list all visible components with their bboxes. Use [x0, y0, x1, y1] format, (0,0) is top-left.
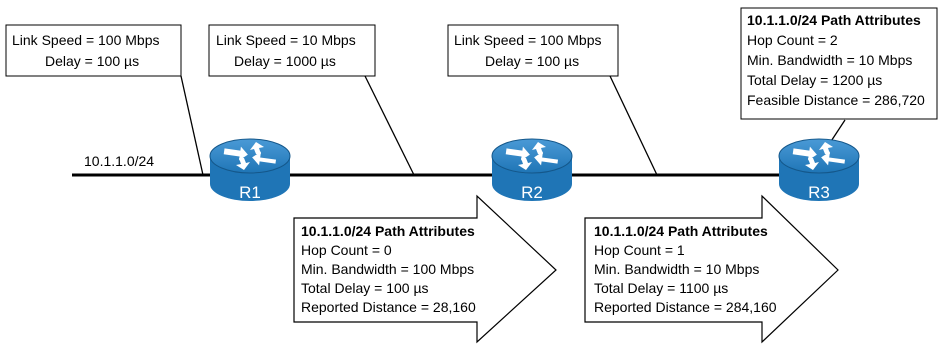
r3-box-line-1: Hop Count = 2 [747, 32, 838, 48]
link-3-delay: Delay = 100 µs [485, 53, 579, 69]
link-callout-1 [180, 75, 204, 176]
link-box-2: Link Speed = 10 Mbps Delay = 1000 µs [208, 24, 376, 77]
arrow1-line-1: Hop Count = 0 [301, 242, 392, 258]
arrow2-line-4: Reported Distance = 284,160 [594, 299, 777, 315]
link-1-delay: Delay = 100 µs [45, 53, 139, 69]
r3-attributes-box: 10.1.1.0/24 Path Attributes Hop Count = … [740, 7, 938, 120]
arrow1-line-2: Min. Bandwidth = 100 Mbps [301, 261, 474, 277]
link-box-1: Link Speed = 100 Mbps Delay = 100 µs [5, 24, 182, 77]
arrow2-line-3: Total Delay = 1100 µs [594, 280, 728, 296]
arrow1-line-4: Reported Distance = 28,160 [301, 299, 476, 315]
router-r2-label: R2 [521, 183, 543, 202]
router-arrows-icon [223, 142, 277, 170]
network-label: 10.1.1.0/24 [84, 153, 154, 169]
link-3-speed: Link Speed = 100 Mbps [454, 32, 602, 48]
router-r1-label: R1 [239, 183, 261, 202]
arrow2-line-1: Hop Count = 1 [594, 242, 685, 258]
router-arrows-icon [505, 142, 559, 170]
path-attributes-arrow-2: 10.1.1.0/24 Path Attributes Hop Count = … [584, 194, 839, 344]
link-1-speed: Link Speed = 100 Mbps [12, 32, 160, 48]
router-r3-label: R3 [808, 183, 830, 202]
r3-box-line-4: Feasible Distance = 286,720 [747, 92, 925, 108]
link-box-3: Link Speed = 100 Mbps Delay = 100 µs [447, 24, 619, 77]
path-attributes-arrow-1: 10.1.1.0/24 Path Attributes Hop Count = … [293, 194, 557, 344]
router-arrows-icon [792, 142, 846, 170]
r3-box-line-3: Total Delay = 1200 µs [747, 72, 882, 88]
r3-box-title: 10.1.1.0/24 Path Attributes [747, 12, 921, 28]
router-r1: R1 [209, 138, 291, 202]
link-callout-3 [609, 75, 658, 176]
arrow2-title: 10.1.1.0/24 Path Attributes [594, 223, 768, 239]
router-r2: R2 [491, 138, 573, 202]
link-callout-2 [364, 75, 415, 176]
link-2-speed: Link Speed = 10 Mbps [216, 32, 356, 48]
arrow1-line-3: Total Delay = 100 µs [301, 280, 429, 296]
router-r3: R3 [778, 138, 860, 202]
arrow2-line-2: Min. Bandwidth = 10 Mbps [594, 261, 759, 277]
arrow1-title: 10.1.1.0/24 Path Attributes [301, 223, 475, 239]
link-2-delay: Delay = 1000 µs [234, 53, 336, 69]
r3-box-line-2: Min. Bandwidth = 10 Mbps [747, 52, 912, 68]
